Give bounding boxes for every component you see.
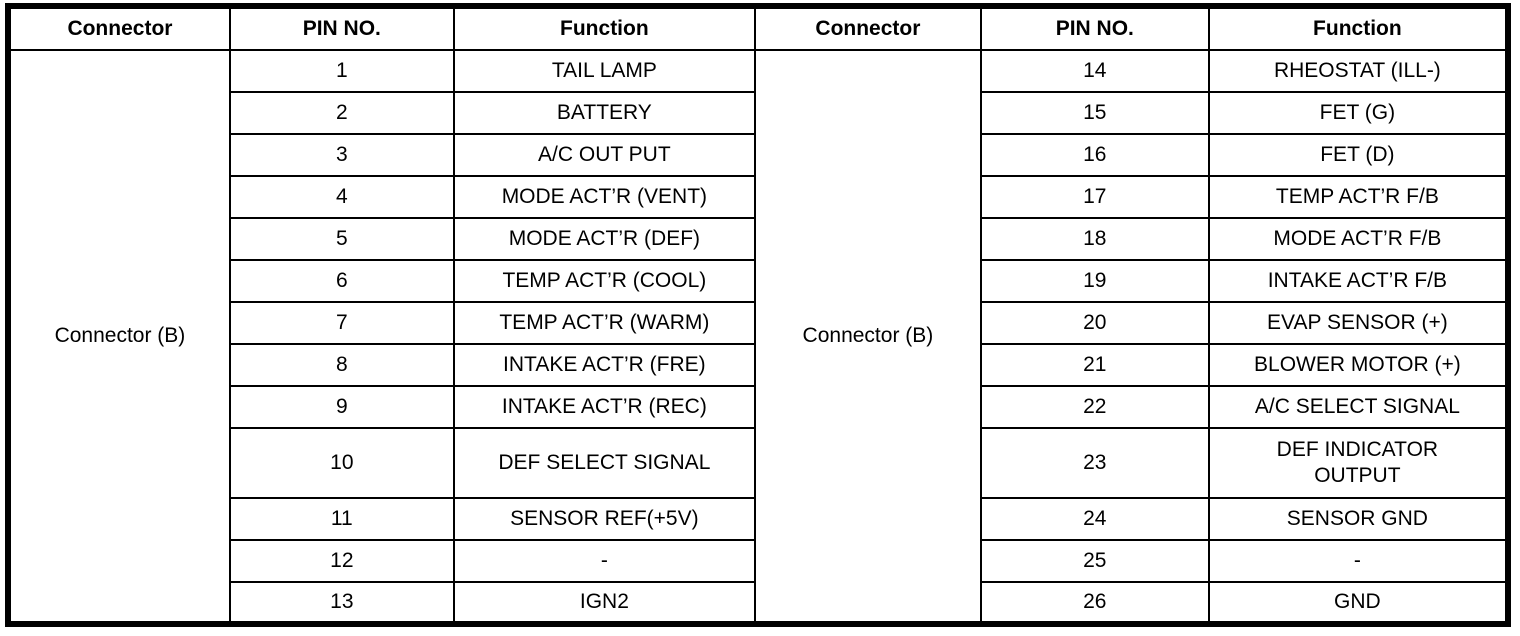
table-row: 13 IGN2 26 GND [8, 581, 1510, 625]
function-cell: TAIL LAMP [452, 49, 756, 93]
function-cell: INTAKE ACT’R (FRE) [452, 343, 756, 387]
table-row: 11 SENSOR REF(+5V) 24 SENSOR GND [8, 497, 1510, 541]
table-row: 3 A/C OUT PUT 16 FET (D) [8, 133, 1510, 177]
pin-cell: 4 [228, 175, 455, 219]
pin-cell: 10 [228, 427, 455, 499]
function-cell: EVAP SENSOR (+) [1207, 301, 1510, 345]
function-cell: A/C SELECT SIGNAL [1207, 385, 1510, 429]
pin-cell: 5 [228, 217, 455, 261]
header-function-right: Function [1207, 5, 1510, 51]
pin-cell: 17 [979, 175, 1210, 219]
function-cell: DEF SELECT SIGNAL [452, 427, 756, 499]
header-pin-no-right: PIN NO. [979, 5, 1210, 51]
function-cell: DEF INDICATOR OUTPUT [1207, 427, 1510, 499]
function-cell: INTAKE ACT’R (REC) [452, 385, 756, 429]
pin-cell: 25 [979, 539, 1210, 583]
pin-cell: 6 [228, 259, 455, 303]
pin-cell: 11 [228, 497, 455, 541]
function-cell: - [452, 539, 756, 583]
function-cell: TEMP ACT’R F/B [1207, 175, 1510, 219]
pin-cell: 2 [228, 91, 455, 135]
pin-cell: 9 [228, 385, 455, 429]
connector-cell-left: Connector (B) [7, 49, 231, 625]
pin-cell: 20 [979, 301, 1210, 345]
pin-cell: 7 [228, 301, 455, 345]
pin-cell: 13 [228, 581, 455, 625]
pin-cell: 14 [979, 49, 1210, 93]
header-connector-left: Connector [7, 5, 231, 51]
pin-cell: 8 [228, 343, 455, 387]
function-cell: SENSOR REF(+5V) [452, 497, 756, 541]
pin-cell: 23 [979, 427, 1210, 499]
pin-cell: 26 [979, 581, 1210, 625]
pin-cell: 21 [979, 343, 1210, 387]
function-cell-text: DEF INDICATOR OUTPUT [1276, 437, 1439, 487]
function-cell: GND [1207, 581, 1510, 625]
pin-cell: 18 [979, 217, 1210, 261]
table-row: 6 TEMP ACT’R (COOL) 19 INTAKE ACT’R F/B [8, 259, 1510, 303]
table-row: 10 DEF SELECT SIGNAL 23 DEF INDICATOR OU… [8, 427, 1510, 499]
function-cell: MODE ACT’R F/B [1207, 217, 1510, 261]
function-cell: - [1207, 539, 1510, 583]
function-cell: TEMP ACT’R (COOL) [452, 259, 756, 303]
function-cell: FET (G) [1207, 91, 1510, 135]
table-row: 9 INTAKE ACT’R (REC) 22 A/C SELECT SIGNA… [8, 385, 1510, 429]
pin-cell: 15 [979, 91, 1210, 135]
table-row: 12 - 25 - [8, 539, 1510, 583]
function-cell: IGN2 [452, 581, 756, 625]
table-row: 5 MODE ACT’R (DEF) 18 MODE ACT’R F/B [8, 217, 1510, 261]
pin-cell: 3 [228, 133, 455, 177]
function-cell: A/C OUT PUT [452, 133, 756, 177]
header-row: Connector PIN NO. Function Connector PIN… [7, 5, 1510, 51]
function-cell: FET (D) [1207, 133, 1510, 177]
function-cell: INTAKE ACT’R F/B [1207, 259, 1510, 303]
pin-cell: 22 [979, 385, 1210, 429]
function-cell: MODE ACT’R (DEF) [452, 217, 756, 261]
pin-cell: 1 [228, 49, 455, 93]
function-cell: MODE ACT’R (VENT) [452, 175, 756, 219]
table-row: 8 INTAKE ACT’R (FRE) 21 BLOWER MOTOR (+) [8, 343, 1510, 387]
connector-cell-right: Connector (B) [753, 49, 982, 625]
connector-pin-assignment-table: Connector PIN NO. Function Connector PIN… [5, 3, 1511, 627]
pin-cell: 19 [979, 259, 1210, 303]
pin-cell: 12 [228, 539, 455, 583]
header-connector-right: Connector [753, 5, 982, 51]
function-cell: RHEOSTAT (ILL-) [1207, 49, 1510, 93]
pin-cell: 16 [979, 133, 1210, 177]
table-row: Connector (B) 1 TAIL LAMP Connector (B) … [7, 49, 1510, 625]
header-function-left: Function [452, 5, 756, 51]
table-row: 2 BATTERY 15 FET (G) [8, 91, 1510, 135]
table-row: 4 MODE ACT’R (VENT) 17 TEMP ACT’R F/B [8, 175, 1510, 219]
function-cell: BATTERY [452, 91, 756, 135]
function-cell: SENSOR GND [1207, 497, 1510, 541]
table-row: 7 TEMP ACT’R (WARM) 20 EVAP SENSOR (+) [8, 301, 1510, 345]
header-pin-no-left: PIN NO. [228, 5, 455, 51]
function-cell: TEMP ACT’R (WARM) [452, 301, 756, 345]
pin-cell: 24 [979, 497, 1210, 541]
function-cell: BLOWER MOTOR (+) [1207, 343, 1510, 387]
